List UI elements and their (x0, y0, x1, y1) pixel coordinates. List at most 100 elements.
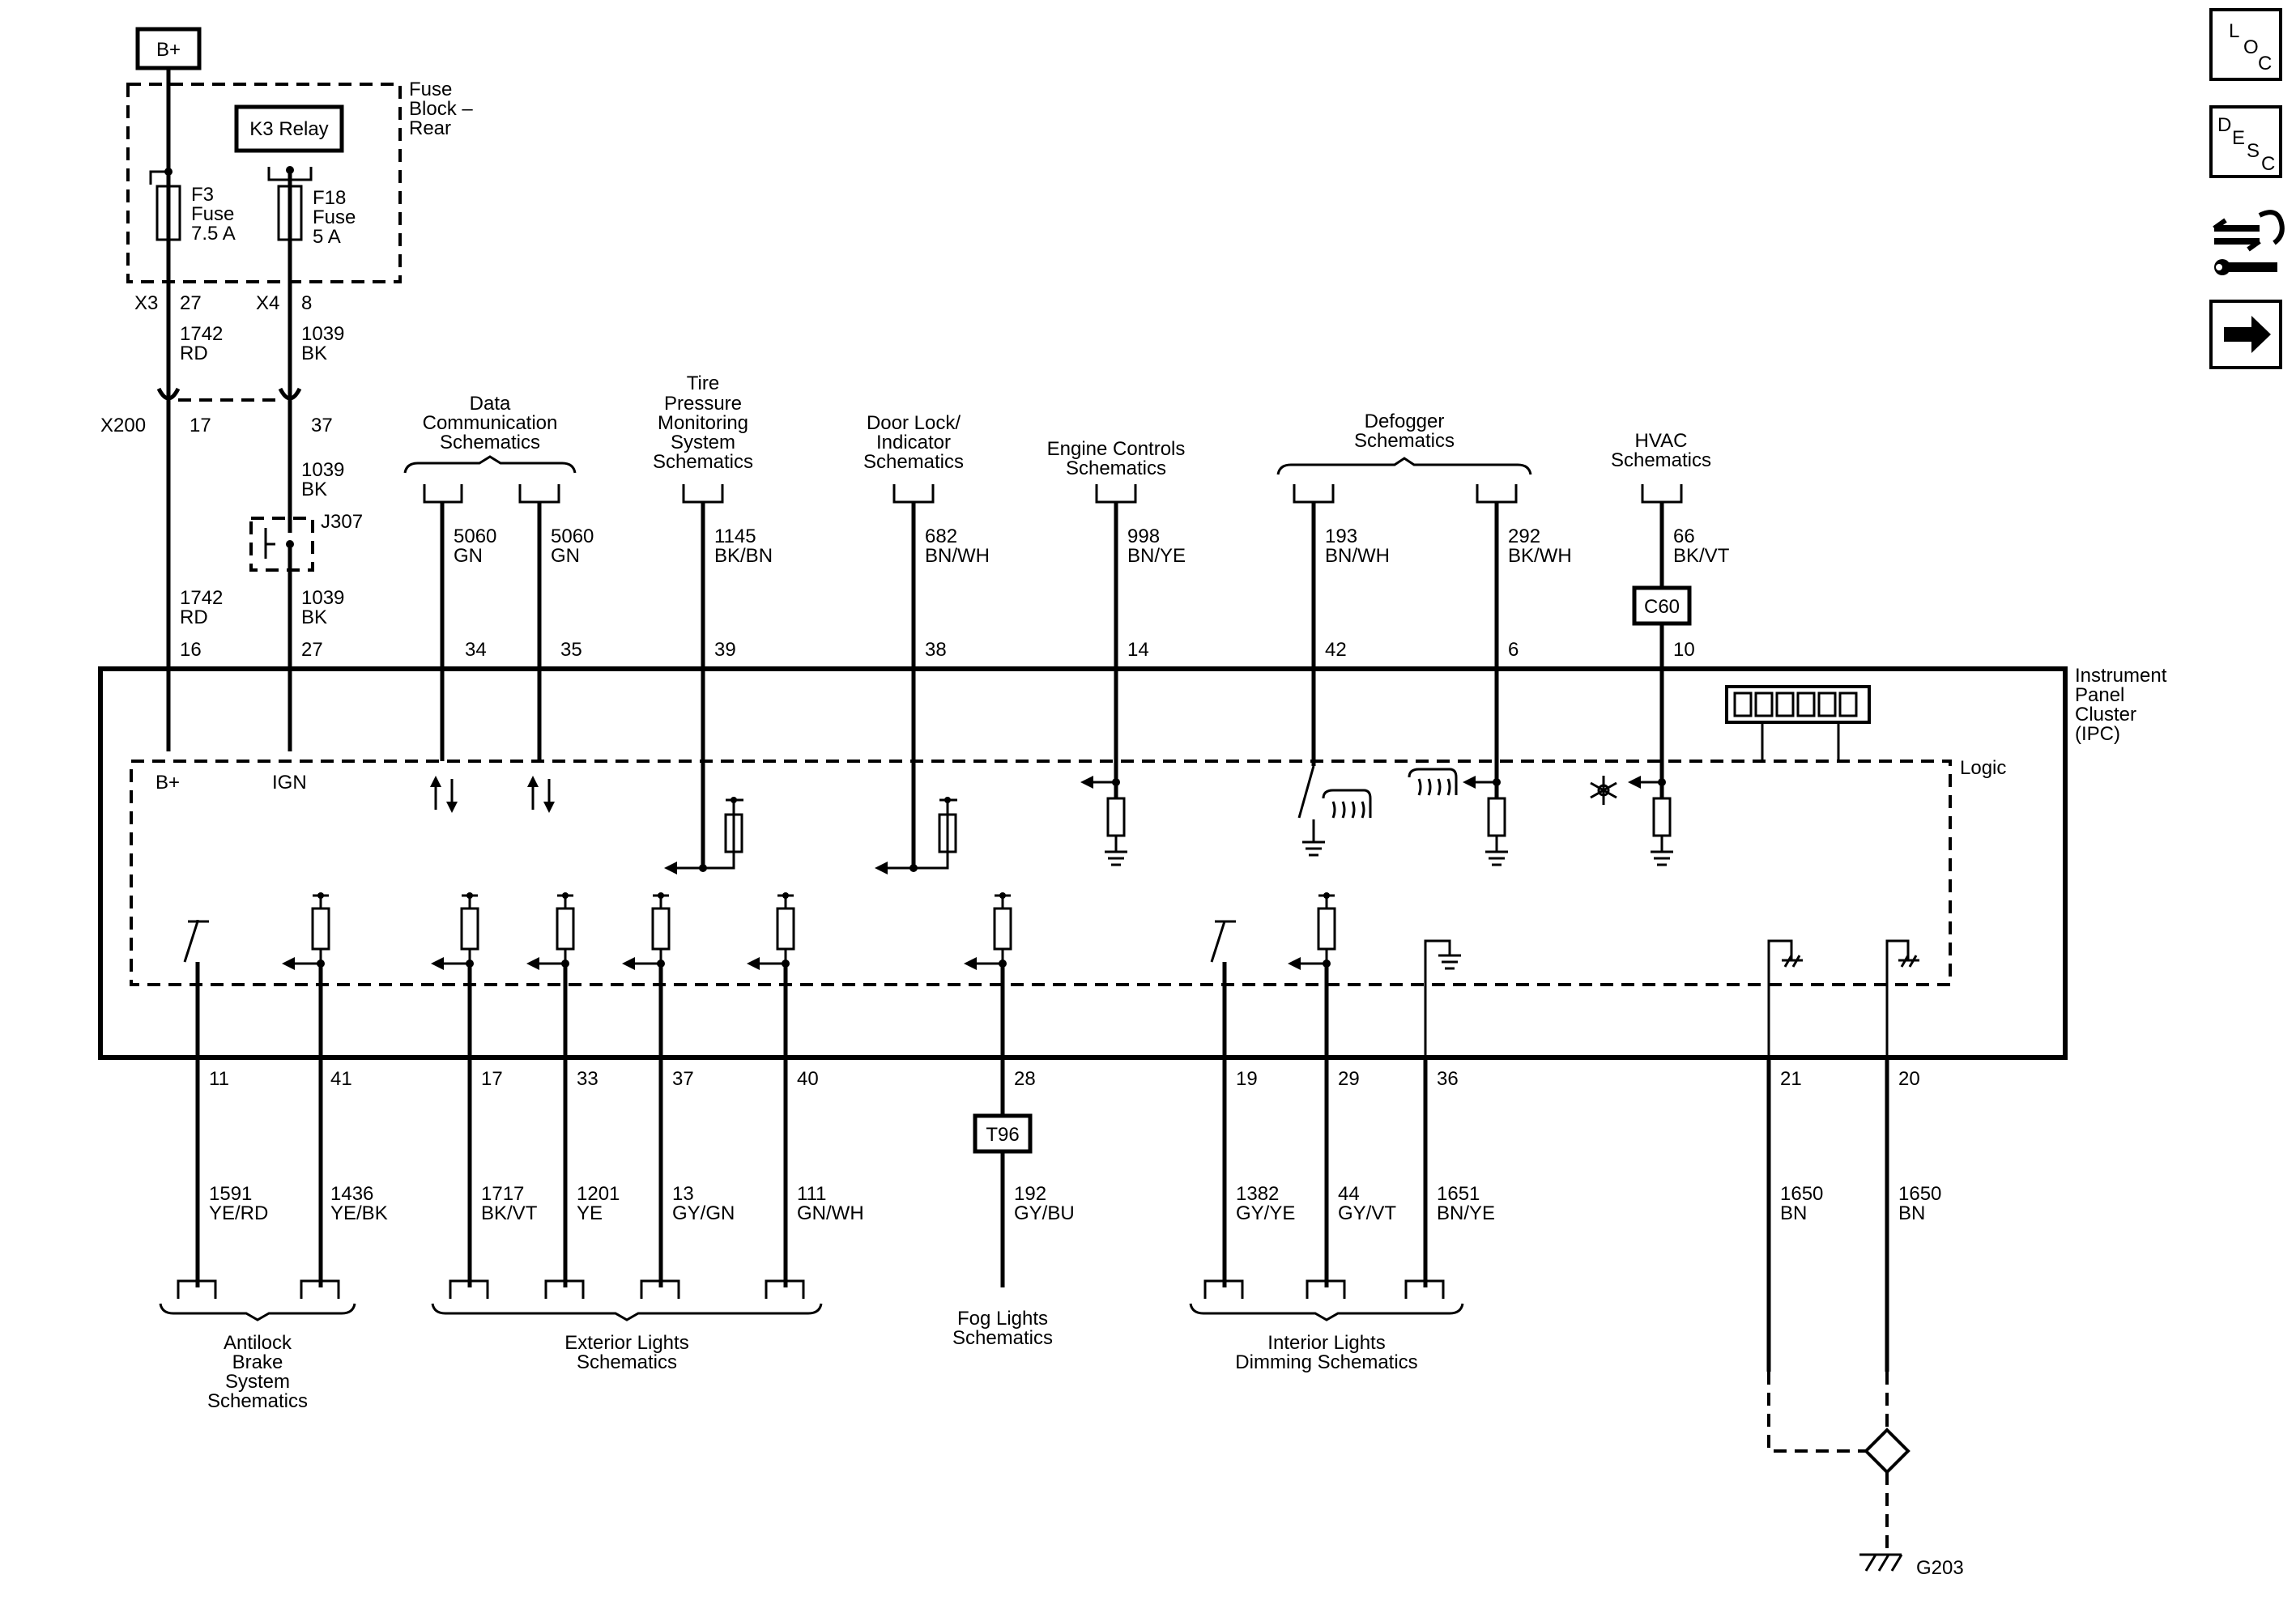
svg-text:GY/VT: GY/VT (1338, 1202, 1396, 1224)
svg-text:Exterior Lights: Exterior Lights (564, 1332, 688, 1354)
bottom-wire-label-28: 28 192 GY/BU (1014, 1068, 1075, 1224)
svg-text:Antilock: Antilock (224, 1332, 292, 1354)
splice-j307: J307 (321, 511, 363, 533)
ground-icon (1424, 939, 1461, 1057)
svg-text:14: 14 (1127, 639, 1149, 661)
display-icon (1725, 685, 1871, 761)
svg-text:O: O (2243, 36, 2259, 58)
connector-bottom-36 (1404, 1279, 1445, 1299)
ipc-module: Instrument Panel Cluster (IPC) Logic B+ … (98, 665, 2167, 1060)
svg-text:BN: BN (1780, 1202, 1807, 1224)
desc-icon[interactable]: D E S C (2209, 105, 2282, 178)
svg-text:1717: 1717 (481, 1183, 524, 1205)
svg-text:Brake: Brake (232, 1351, 283, 1373)
svg-text:Indicator: Indicator (876, 432, 951, 453)
svg-text:39: 39 (714, 639, 736, 661)
svg-text:111: 111 (797, 1183, 826, 1205)
svg-text:Schematics: Schematics (207, 1390, 308, 1412)
svg-text:YE: YE (577, 1202, 603, 1224)
svg-text:Schematics: Schematics (577, 1351, 677, 1373)
bottom-wire-label-21: 21 1650 BN (1780, 1068, 1823, 1224)
svg-text:GN: GN (454, 545, 483, 567)
defogger-icon (1322, 789, 1372, 819)
wire-1742-lower-label: 1742 RD (180, 587, 223, 628)
bottom-group-exterior-lights: Exterior Lights Schematics (431, 1303, 823, 1373)
svg-text:5060: 5060 (454, 526, 496, 547)
svg-text:RD: RD (180, 343, 208, 364)
k3-relay-label: K3 Relay (249, 118, 328, 140)
next-arrow-icon[interactable] (2209, 300, 2282, 369)
lower-pullup-circuits (282, 892, 1336, 970)
svg-text:10: 10 (1673, 639, 1695, 661)
svg-text:D: D (2217, 114, 2231, 136)
wire-1039-upper-label: 1039 BK (301, 323, 344, 364)
svg-text:Schematics: Schematics (1611, 449, 1711, 471)
connector-42 (1293, 484, 1335, 504)
wire-1742-upper-label: 1742 RD (180, 323, 223, 364)
svg-text:998: 998 (1127, 526, 1160, 547)
connector-10 (1641, 484, 1683, 504)
svg-text:E: E (2232, 127, 2245, 149)
svg-text:7.5 A: 7.5 A (191, 223, 236, 245)
top-wire-label-14: 998 BN/YE 14 (1127, 526, 1186, 661)
svg-text:44: 44 (1338, 1183, 1360, 1205)
svg-text:1039: 1039 (301, 323, 344, 345)
svg-text:HVAC: HVAC (1635, 430, 1688, 452)
svg-text:Rear: Rear (409, 117, 451, 139)
svg-text:21: 21 (1780, 1068, 1802, 1090)
svg-text:Data: Data (470, 393, 511, 415)
connector-bottom-37 (640, 1279, 680, 1299)
connector-bottom-33 (544, 1279, 585, 1299)
svg-text:BK/WH: BK/WH (1508, 545, 1572, 567)
svg-text:F18: F18 (313, 187, 346, 209)
svg-text:Dimming Schematics: Dimming Schematics (1235, 1351, 1417, 1373)
top-wires: C60 5060 GN 34 5060 GN 35 1145 BK/BN 39 … (423, 484, 1730, 868)
top-wire-label-42: 193 BN/WH 42 (1325, 526, 1390, 661)
connector-bottom-19 (1203, 1279, 1244, 1299)
connector-tool-icon[interactable] (2213, 210, 2285, 275)
bottom-wire-label-20: 20 1650 BN (1898, 1068, 1941, 1224)
svg-text:38: 38 (925, 639, 947, 661)
svg-text:13: 13 (672, 1183, 694, 1205)
svg-text:66: 66 (1673, 526, 1695, 547)
ground-icon (1859, 1553, 1903, 1572)
connector-34 (423, 484, 463, 504)
svg-text:S: S (2247, 140, 2260, 162)
loc-icon[interactable]: L O C (2209, 8, 2282, 81)
svg-text:BN: BN (1898, 1202, 1925, 1224)
svg-text:GY/GN: GY/GN (672, 1202, 735, 1224)
pin-x200-37: 37 (311, 415, 333, 436)
svg-text:GY/YE: GY/YE (1236, 1202, 1295, 1224)
abs-switch-circuit (183, 920, 209, 1057)
connector-bottom-40 (765, 1279, 805, 1299)
svg-text:Engine Controls: Engine Controls (1047, 438, 1186, 460)
conn-x4: X4 (256, 292, 279, 314)
svg-text:BN/WH: BN/WH (1325, 545, 1390, 567)
svg-text:193: 193 (1325, 526, 1357, 547)
conn-x3: X3 (134, 292, 158, 314)
svg-text:1201: 1201 (577, 1183, 620, 1205)
ground-icon (1767, 939, 1803, 1057)
svg-text:33: 33 (577, 1068, 598, 1090)
svg-text:Schematics: Schematics (653, 451, 753, 473)
svg-text:BK/VT: BK/VT (481, 1202, 538, 1224)
logic-label: Logic (1960, 757, 2006, 779)
connector-bottom-41 (300, 1279, 340, 1299)
fuse-block-label: Fuse Block – Rear (409, 79, 473, 139)
defogger-icon (1408, 768, 1458, 796)
svg-text:1742: 1742 (180, 587, 223, 609)
ground-g203-label: G203 (1916, 1557, 1964, 1579)
engine-controls-input-circuit (1080, 776, 1127, 866)
svg-text:Fuse: Fuse (191, 203, 234, 225)
defogger-switch-circuit (1297, 765, 1325, 857)
svg-text:17: 17 (481, 1068, 503, 1090)
pin-x3: 27 (180, 292, 202, 314)
top-wire-label-10: 66 BK/VT 10 (1673, 526, 1730, 661)
bottom-wire-label-33: 33 1201 YE (577, 1068, 620, 1224)
svg-text:Tire: Tire (687, 372, 719, 394)
wire-1039-lower-label: 1039 BK (301, 587, 344, 628)
top-group-tpms: Tire Pressure Monitoring System Schemati… (653, 372, 753, 473)
k3-relay-box (234, 104, 344, 153)
pin-x4: 8 (301, 292, 312, 314)
tpms-input-circuit (664, 797, 743, 874)
